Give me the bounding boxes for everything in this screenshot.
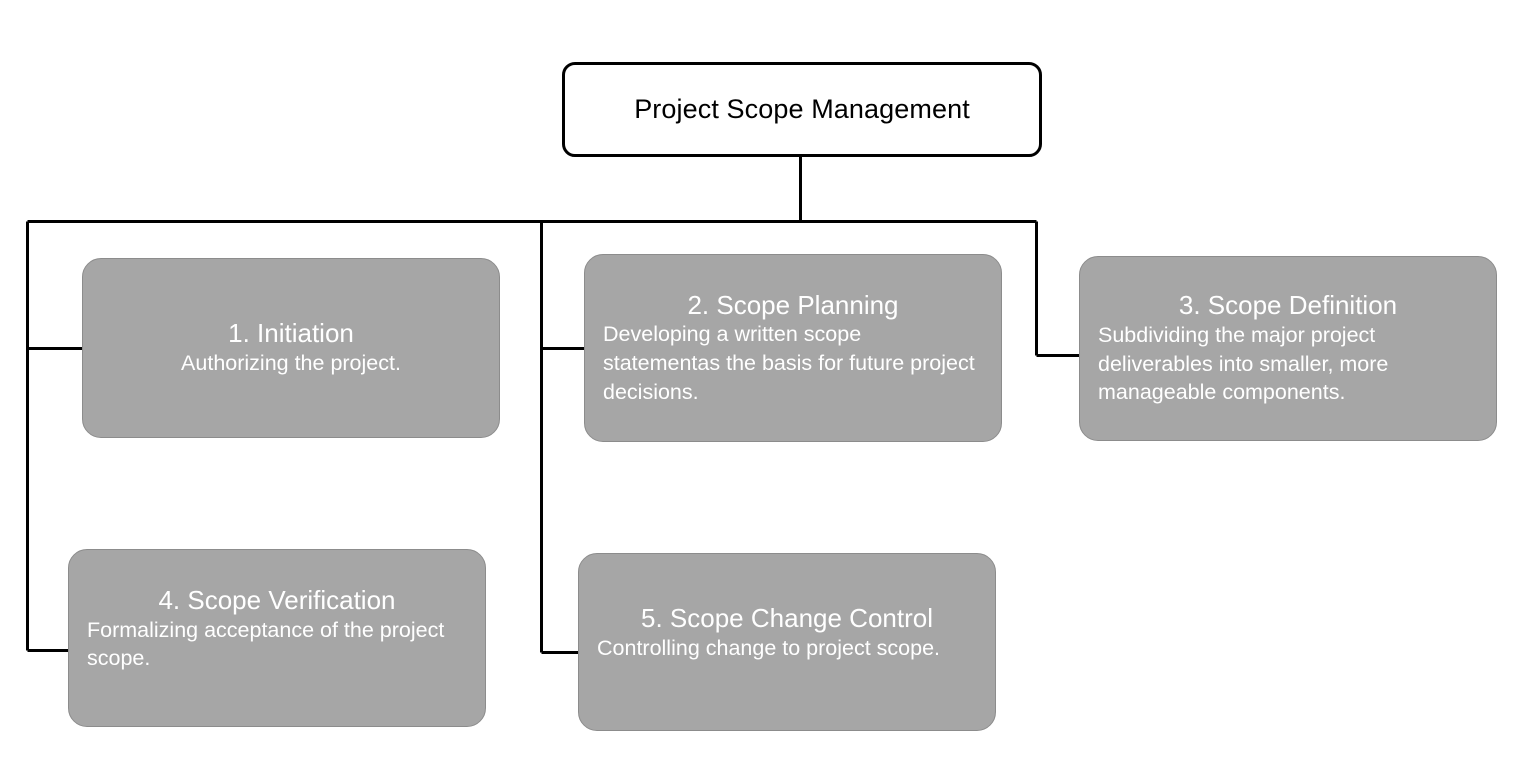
node-scope-change-control[interactable]: 5. Scope Change Control Controlling chan… [578,553,996,731]
node-title: Project Scope Management [634,94,970,125]
node-title: 2. Scope Planning [687,289,899,320]
node-description: Controlling change to project scope. [597,636,941,661]
node-title: 1. Initiation [228,318,354,349]
node-scope-planning[interactable]: 2. Scope Planning Developing a written s… [584,254,1002,442]
node-scope-definition[interactable]: 3. Scope Definition Subdividing the majo… [1079,256,1497,441]
node-description: Developing a written scope statementas t… [603,322,975,404]
node-initiation[interactable]: 1. Initiation Authorizing the project. [82,258,500,438]
node-description: Formalizing acceptance of the project sc… [87,617,445,671]
node-scope-verification[interactable]: 4. Scope Verification Formalizing accept… [68,549,486,727]
node-title: 4. Scope Verification [158,585,396,616]
node-description: Subdividing the major project deliverabl… [1098,322,1389,405]
node-project-scope-management[interactable]: Project Scope Management [562,62,1042,157]
node-title: 5. Scope Change Control [641,603,933,634]
node-description: Authorizing the project. [181,351,401,376]
node-title: 3. Scope Definition [1178,290,1398,321]
